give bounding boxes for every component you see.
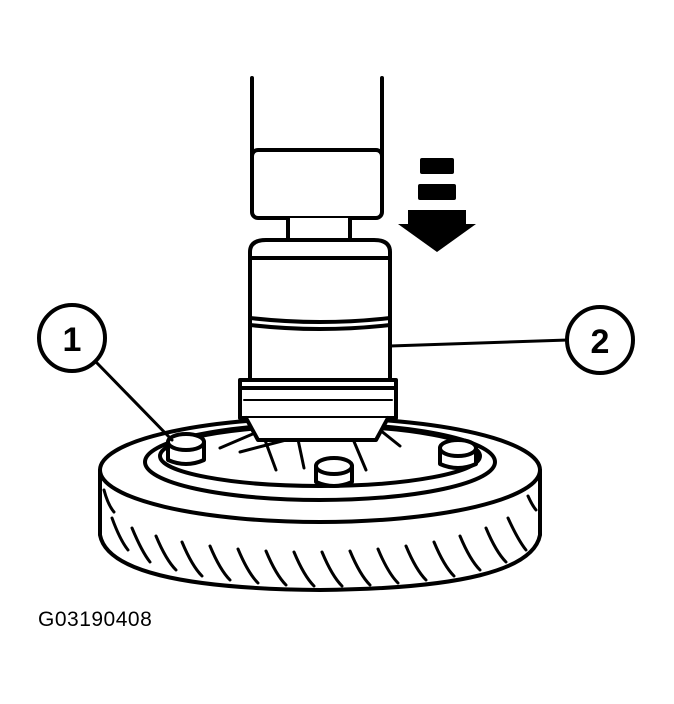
bolt-front [314,456,354,488]
press-direction-arrow-icon [398,158,476,252]
figure-id: G03190408 [38,608,153,631]
callout-1 [37,303,174,442]
gear-teeth [102,488,538,588]
ring-gear [98,416,542,592]
callout-2-label: 2 [591,323,610,361]
callout-1-label: 1 [63,321,82,359]
bolt-left [166,432,206,466]
callout-2 [388,305,635,375]
bolt-right [438,438,478,470]
pressing-tool [238,238,398,442]
press-ram [250,76,384,250]
